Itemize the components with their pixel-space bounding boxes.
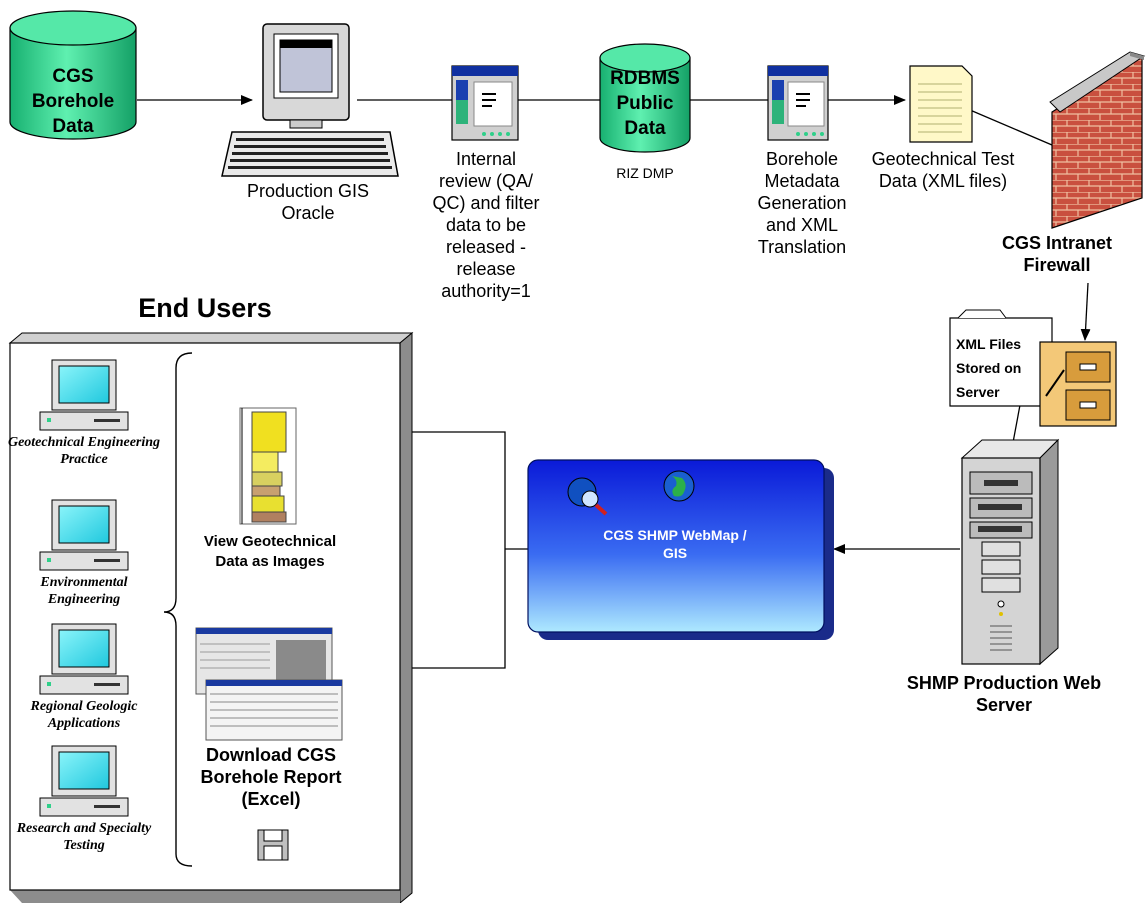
rdbms-label: RDBMS Public Data — [610, 68, 680, 139]
borehole-log-image — [239, 407, 297, 525]
computer-icon — [39, 745, 129, 817]
webmap-label: CGS SHMP WebMap / GIS — [603, 527, 747, 561]
cgs-borehole-label: CGS Borehole Data — [31, 66, 115, 137]
production-gis-label: Production GIS Oracle — [246, 181, 370, 223]
webmap-box — [527, 459, 834, 640]
computer-icon — [39, 359, 129, 431]
globe-icon — [663, 470, 695, 502]
firewall-icon — [1049, 51, 1146, 229]
user-group-geotechnical: Geotechnical Engineering Practice — [7, 435, 161, 467]
borehole-metadata-label: Borehole Metadata Generation and XML Tra… — [757, 149, 847, 257]
user-computer-icons — [39, 359, 129, 817]
user-group-environmental: Environmental Engineering — [40, 575, 128, 607]
web-server-label: SHMP Production Web Server — [906, 673, 1102, 715]
xml-files-folder-icon — [949, 309, 1117, 427]
end-users-title: End Users — [138, 293, 272, 323]
geotech-test-label: Geotechnical Test Data (XML files) — [871, 149, 1015, 191]
internal-review-label: Internal review (QA/ QC) and filter data… — [432, 149, 540, 301]
user-group-regional: Regional Geologic Applications — [30, 699, 138, 731]
production-gis-computer-icon — [221, 23, 399, 177]
xml-files-label: XML Files Stored on Server — [956, 336, 1022, 400]
firewall-label: CGS Intranet Firewall — [1001, 233, 1112, 275]
web-server-icon — [960, 438, 1060, 666]
cgs-borehole-cylinder — [9, 10, 137, 140]
user-group-research: Research and Specialty Testing — [16, 821, 152, 853]
report-screenshot-image — [195, 627, 343, 741]
xml-document-icon — [909, 65, 973, 143]
metadata-window-icon — [767, 65, 829, 141]
computer-icon — [39, 499, 129, 571]
view-images-label: View Geotechnical Data as Images — [203, 533, 337, 570]
line-xml-to-firewall — [969, 109, 1053, 146]
rdbms-cylinder — [599, 43, 691, 153]
arrow-firewall-to-files — [1080, 282, 1091, 341]
review-window-icon — [451, 65, 519, 141]
download-report-label: Download CGS Borehole Report (Excel) — [200, 745, 342, 809]
floppy-disk-icon — [257, 829, 289, 861]
riz-dmp-label: RIZ DMP — [616, 165, 674, 181]
computer-icon — [39, 623, 129, 695]
map-search-icon — [567, 477, 608, 516]
